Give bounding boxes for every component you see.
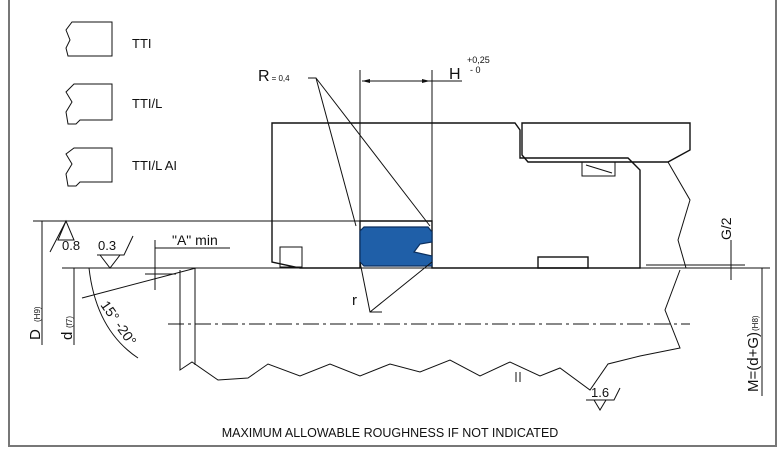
- o-ring-groove: [581, 161, 616, 177]
- legend-label-tti: TTI: [132, 36, 152, 51]
- H-label: H: [449, 66, 461, 83]
- R-value: = 0,4: [272, 74, 291, 83]
- R-leaders: [308, 77, 431, 227]
- housing-section: [271, 122, 641, 269]
- roughness-symbol-rod: [586, 387, 621, 411]
- legend-tti: TTI: [65, 21, 152, 57]
- chamfer-line: [81, 267, 197, 299]
- d-fit-label: (f7): [65, 316, 74, 328]
- M-label: M=(d+G)(H8): [745, 315, 762, 392]
- D-label: D: [27, 329, 44, 340]
- R-symbol: R: [258, 68, 270, 85]
- G-half-label: G/2: [718, 217, 734, 240]
- angle-arc: [88, 267, 139, 359]
- tti-l-profile-icon: [65, 83, 113, 125]
- tti-profile-icon: [65, 21, 113, 57]
- legend-label-tti-l: TTI/L: [132, 96, 162, 111]
- D-fit-label: (H9): [33, 306, 42, 322]
- wear-ring: [537, 256, 589, 269]
- H-arrowheads: [362, 79, 430, 83]
- roughness-symbol-chamfer: [97, 235, 134, 269]
- H-tol-minus: - 0: [470, 65, 481, 75]
- H-tol-plus: +0,25: [467, 55, 490, 65]
- d-label: d: [59, 332, 76, 340]
- drawing-frame: [8, 0, 777, 447]
- r-label: r: [352, 292, 357, 309]
- cover-section: [521, 122, 691, 163]
- roughness-bore-label: 0.8: [62, 238, 80, 253]
- R-label: R= 0,4: [258, 68, 290, 85]
- roughness-symbol-bore: [49, 219, 75, 253]
- M-fit-label: (H8): [751, 315, 760, 331]
- D-symbol: D: [27, 329, 44, 340]
- o-ring-groove-diagonal: [585, 164, 613, 174]
- legend-label-tti-l-ai: TTI/L AI: [132, 158, 177, 173]
- tti-l-ai-profile-icon: [65, 147, 113, 187]
- r-leaders: [359, 261, 433, 313]
- legend-tti-l: TTI/L: [65, 83, 162, 125]
- break-line-right: [667, 161, 691, 269]
- M-formula: M=(d+G): [745, 332, 762, 392]
- backup-ring: [279, 246, 303, 268]
- legend-tti-l-ai: TTI/L AI: [65, 147, 177, 187]
- roughness-rod-label: 1.6: [591, 385, 609, 400]
- rod-outline: [179, 269, 681, 391]
- footer-note: MAXIMUM ALLOWABLE ROUGHNESS IF NOT INDIC…: [222, 426, 559, 440]
- roughness-chamfer-label: 0.3: [98, 238, 116, 253]
- seal-profile: [359, 226, 433, 267]
- a-min-label: "A" min: [172, 232, 218, 248]
